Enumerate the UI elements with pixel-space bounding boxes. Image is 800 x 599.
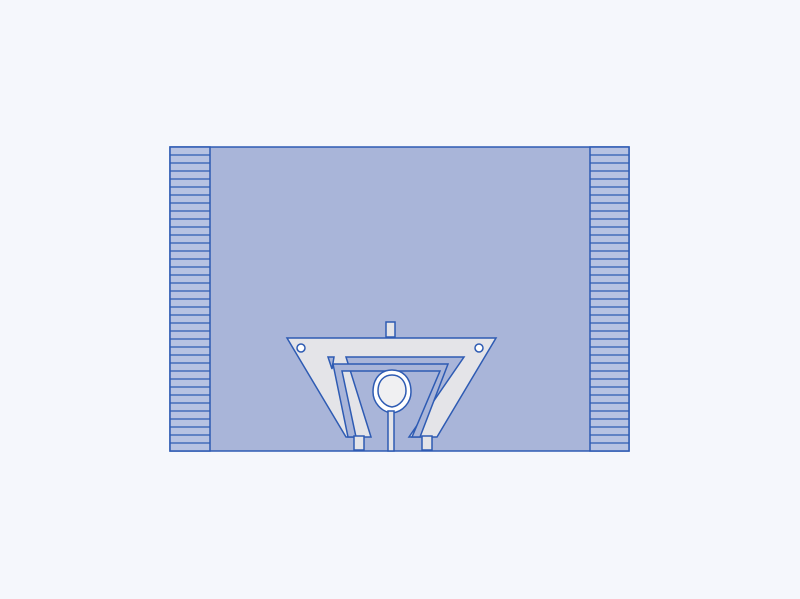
port-tube [387, 410, 395, 452]
right-corner-hole [474, 343, 484, 353]
left-corner-hole [296, 343, 306, 353]
center-port-inner [377, 374, 407, 408]
inner-v-band [332, 363, 450, 438]
right-foot [421, 435, 433, 451]
fenestration [285, 321, 498, 452]
right-striped-edge [589, 146, 630, 452]
right-edge-stripes [590, 154, 629, 444]
left-edge-stripes [170, 154, 210, 444]
top-tab [385, 321, 396, 338]
left-striped-edge [169, 146, 211, 452]
left-foot [353, 435, 365, 451]
